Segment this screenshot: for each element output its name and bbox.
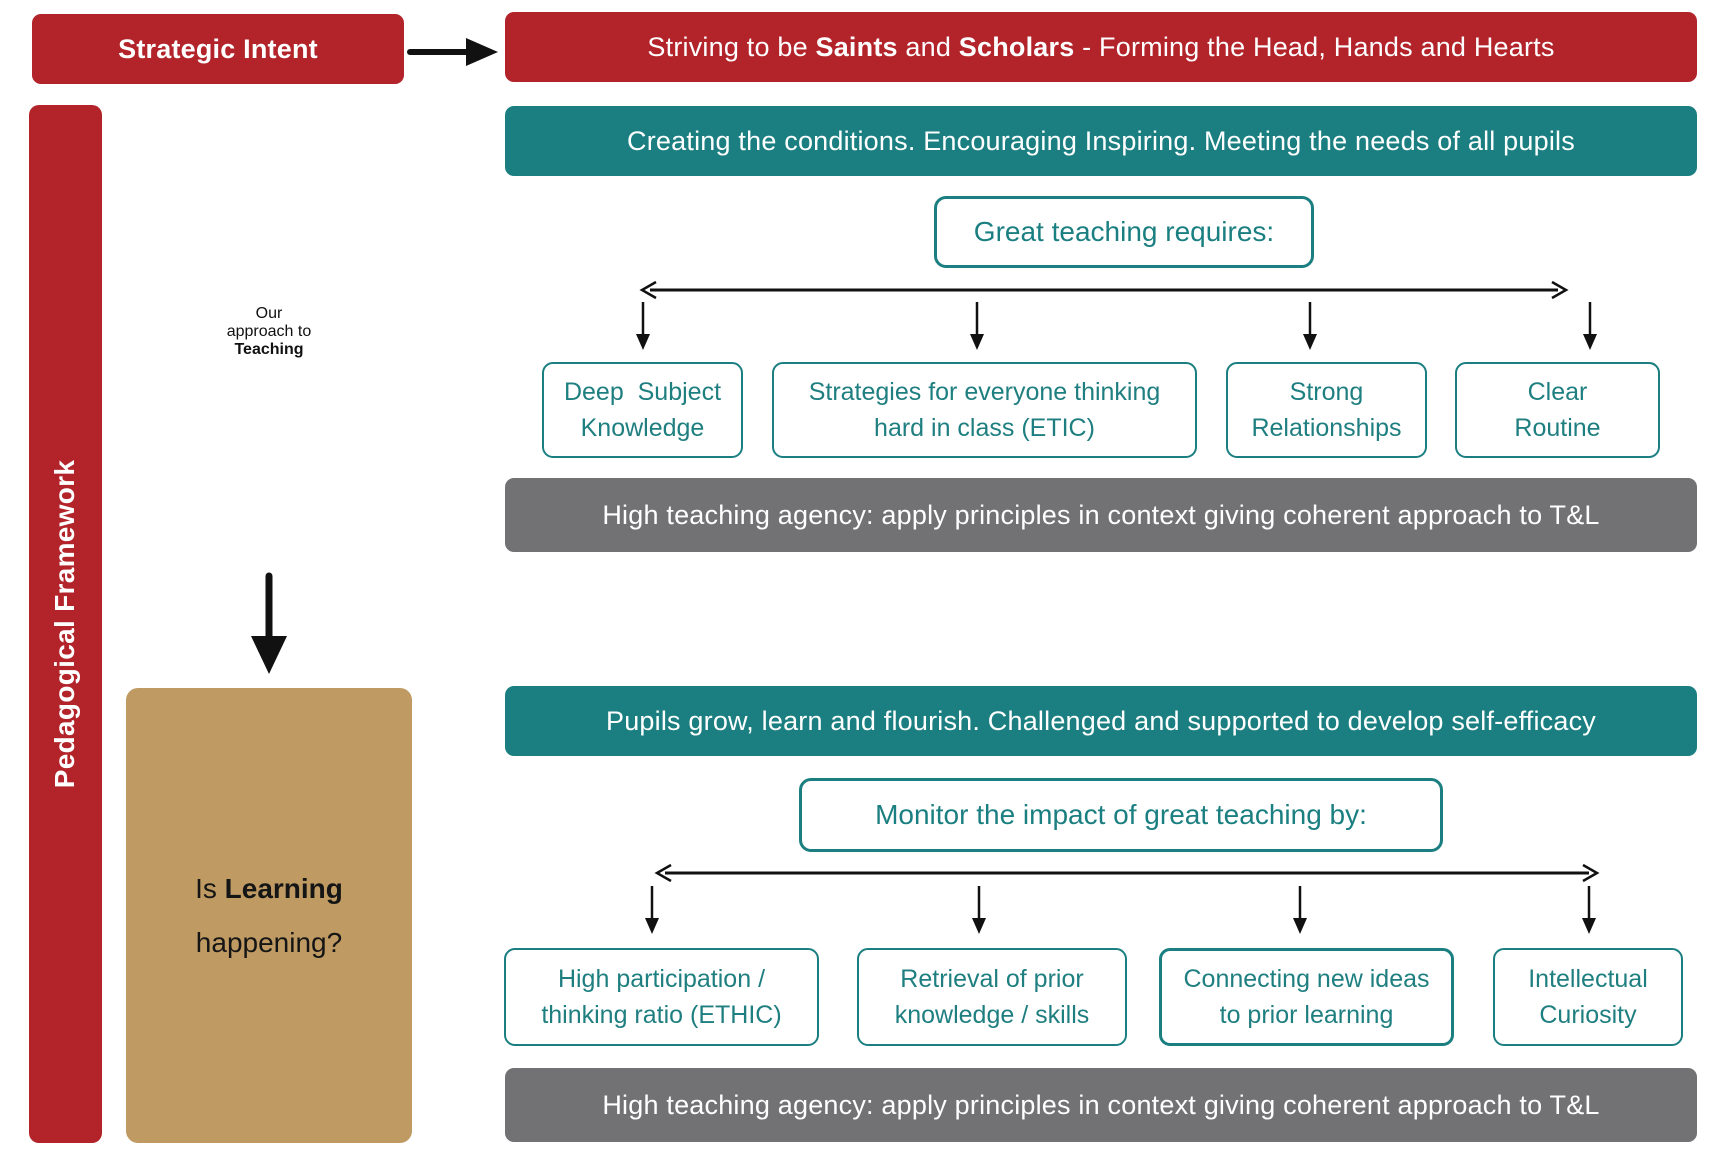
vision-text: Striving to be Saints and Scholars - For… [647,32,1554,63]
monitor-item-label: Retrieval of prior knowledge / skills [894,964,1090,1029]
monitor-item-label: High participation / thinking ratio (ETH… [541,964,782,1029]
requirement-label: Clear Routine [1514,377,1601,442]
down-arrow-icon [1580,884,1598,936]
is-learning-happening-box: Is Learning happening? [126,688,412,1143]
approach-to-teaching-box: Our approach to Teaching [126,104,412,559]
vision-saints: Saints [815,31,898,62]
requirement-label: Strategies for everyone thinking hard in… [808,377,1161,442]
great-teaching-requires-label: Great teaching requires: [973,216,1275,247]
approach-to-teaching-text: Our approach to Teaching [227,305,312,359]
monitor-box-intellectual-curiosity: Intellectual Curiosity [1493,948,1683,1046]
pedagogical-framework-bar: Pedagogical Framework [29,105,102,1143]
is-learning-happening-text: Is Learning happening? [195,862,343,968]
connector-line-learning [653,861,1601,885]
vision-part: and [897,31,959,62]
tan-line: Our [255,304,283,322]
arrow-right-icon [406,28,502,72]
monitor-box-retrieval: Retrieval of prior knowledge / skills [857,948,1127,1046]
requirement-box-clear-routine: Clear Routine [1455,362,1660,458]
tan-line-teaching: Teaching [234,340,304,358]
pupils-grow-label: Pupils grow, learn and flourish. Challen… [605,705,1596,736]
strategic-intent-box: Strategic Intent [32,14,404,84]
vision-scholars: Scholars [958,31,1075,62]
requirement-label: Deep Subject Knowledge [563,377,722,442]
monitor-impact-box: Monitor the impact of great teaching by: [799,778,1443,852]
pupils-grow-banner: Pupils grow, learn and flourish. Challen… [505,686,1697,756]
tan-line: Is Learning [195,862,343,915]
down-arrow-icon [1581,300,1599,352]
vision-banner: Striving to be Saints and Scholars - For… [505,12,1697,82]
pedagogical-framework-label: Pedagogical Framework [49,459,81,789]
strategic-intent-label: Strategic Intent [118,33,318,64]
teaching-agency-label: High teaching agency: apply principles i… [602,1089,1600,1120]
down-arrow-icon [643,884,661,936]
down-arrow-icon [1291,884,1309,936]
teaching-agency-banner-2: High teaching agency: apply principles i… [505,1068,1697,1142]
vision-part: - Forming the Head, Hands and Hearts [1074,31,1555,62]
connector-line-teaching [638,278,1570,302]
tan-part: Is [195,873,225,905]
down-arrow-icon [634,300,652,352]
down-arrow-icon [1301,300,1319,352]
monitor-impact-label: Monitor the impact of great teaching by: [875,799,1367,830]
requirement-box-deep-subject-knowledge: Deep Subject Knowledge [542,362,743,458]
down-arrow-icon [968,300,986,352]
conditions-banner-label: Creating the conditions. Encouraging Ins… [627,125,1575,156]
requirement-label: Strong Relationships [1251,377,1402,442]
teaching-agency-label: High teaching agency: apply principles i… [602,499,1600,530]
tan-line: happening? [195,926,343,958]
requirement-box-strong-relationships: Strong Relationships [1226,362,1427,458]
vision-part: Striving to be [647,31,816,62]
monitor-item-label: Intellectual Curiosity [1528,964,1648,1029]
monitor-item-label: Connecting new ideas to prior learning [1183,964,1430,1029]
conditions-banner: Creating the conditions. Encouraging Ins… [505,106,1697,176]
down-arrow-icon [970,884,988,936]
great-teaching-requires-box: Great teaching requires: [934,196,1314,268]
arrow-down-icon [246,570,292,676]
monitor-box-connecting-ideas: Connecting new ideas to prior learning [1159,948,1454,1046]
tan-line: approach to [226,322,312,340]
teaching-agency-banner: High teaching agency: apply principles i… [505,478,1697,552]
tan-learning: Learning [224,873,343,905]
requirement-box-strategies-etic: Strategies for everyone thinking hard in… [772,362,1197,458]
monitor-box-high-participation: High participation / thinking ratio (ETH… [504,948,819,1046]
